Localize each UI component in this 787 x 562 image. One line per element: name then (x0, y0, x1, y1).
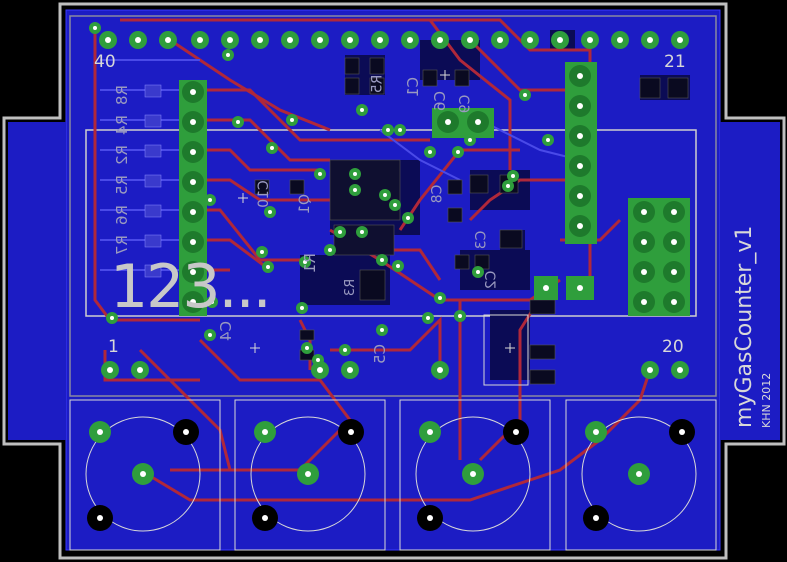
comp-label-r2: R2 (112, 145, 131, 165)
comp-label-c4: C4 (217, 320, 236, 342)
comp-label-c9: C9 (457, 94, 474, 114)
comp-label-r7: R7 (112, 235, 131, 255)
comp-label-r5b: R5 (369, 74, 386, 94)
component-outlines (69, 314, 717, 551)
comp-label-q1: Q1 (296, 194, 313, 214)
comp-label-c2: C2 (483, 270, 500, 290)
label-pin-40: 40 (94, 52, 116, 72)
board-credit: KHN 2012 (760, 372, 773, 428)
comp-label-c3: C3 (473, 230, 490, 250)
comp-label-r1: R1 (300, 253, 319, 273)
label-pin-21: 21 (664, 52, 686, 72)
comp-label-r6: R6 (112, 205, 131, 225)
display-text: 123... (110, 252, 272, 322)
resistor-array (144, 84, 162, 278)
display-pads (179, 62, 690, 316)
comp-label-c6: C6 (431, 90, 450, 112)
comp-label-c10: C10 (255, 180, 272, 208)
copper-pour (66, 10, 720, 550)
comp-label-c8: C8 (429, 184, 446, 204)
label-pin-20: 20 (662, 337, 684, 357)
label-pin-1: 1 (108, 337, 119, 357)
header-top-pads (99, 31, 689, 49)
comp-label-c5: C5 (371, 343, 390, 365)
comp-label-r3: R3 (343, 278, 359, 297)
header-bottom-pads (101, 361, 689, 379)
comp-label-r8: R8 (112, 85, 131, 105)
polarity-marks (238, 70, 515, 353)
terminal-pads (87, 419, 695, 531)
comp-label-r4: R4 (112, 115, 131, 135)
board-name: myGasCounter_v1 (732, 225, 757, 428)
comp-label-r5: R5 (112, 175, 131, 195)
via-holes (93, 26, 550, 362)
comp-label-c1: C1 (404, 76, 423, 98)
